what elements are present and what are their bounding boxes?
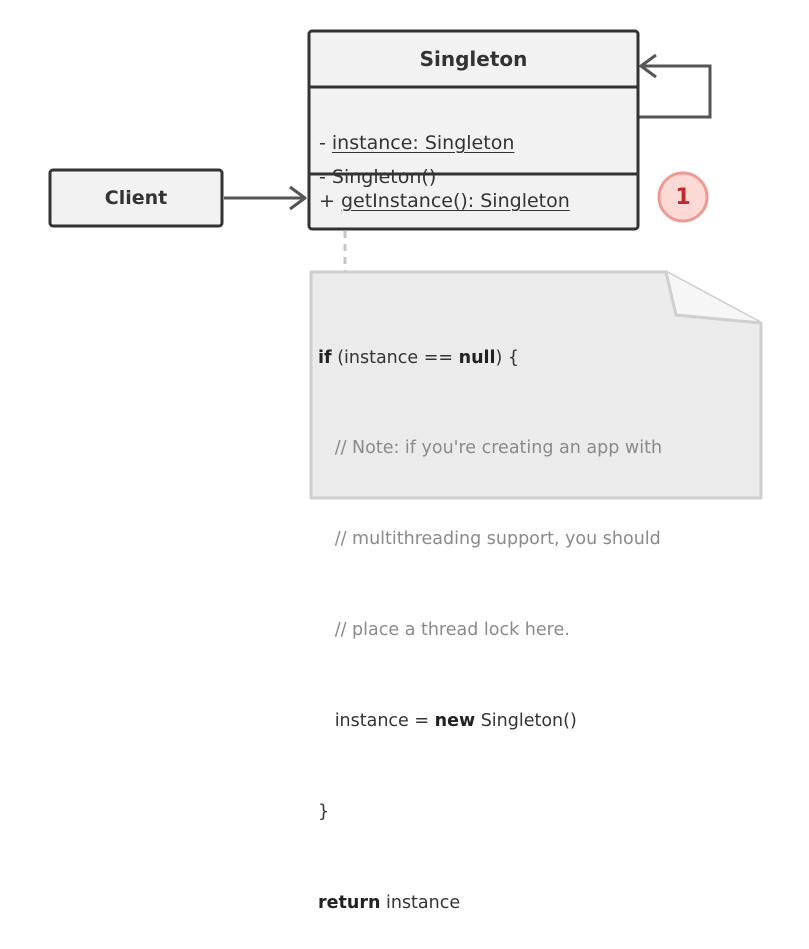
method-text: getInstance(): Singleton	[340, 190, 570, 212]
code-line-4: // place a thread lock here.	[318, 620, 570, 641]
step-badge-number: 1	[675, 184, 691, 210]
constructor-singleton: - Singleton()	[319, 166, 437, 188]
code-text: instance =	[318, 711, 435, 732]
step-badge-circle	[657, 171, 709, 223]
field-visibility: -	[319, 132, 332, 154]
method-getinstance: + getInstance(): Singleton	[319, 190, 570, 212]
diagram-canvas	[48, 29, 763, 500]
keyword-new: new	[434, 711, 476, 732]
code-line-2: // Note: if you're creating an app with	[318, 438, 663, 459]
client-to-singleton-arrow	[224, 185, 307, 211]
client-class-name: Client	[104, 187, 168, 209]
self-association-arrow	[639, 53, 712, 119]
singleton-class-box	[307, 29, 640, 231]
field-instance: - instance: Singleton	[319, 132, 514, 154]
client-box	[48, 168, 224, 228]
code-line-3: // multithreading support, you should	[318, 529, 661, 550]
class-name: Singleton	[419, 46, 528, 71]
code-text: (instance ==	[331, 347, 459, 368]
code-note: if (instance == null) { // Note: if you'…	[318, 282, 662, 949]
keyword-null: null	[458, 347, 496, 368]
code-note-shape	[309, 270, 763, 500]
code-text: Singleton()	[475, 711, 577, 732]
code-line-1: if (instance == null) {	[318, 343, 662, 373]
code-line-7: return instance	[318, 888, 662, 918]
keyword-return: return	[318, 892, 381, 913]
code-line-6: }	[318, 802, 330, 823]
field-text: instance: Singleton	[331, 132, 515, 154]
keyword-if: if	[318, 347, 332, 368]
code-text: instance	[380, 892, 461, 913]
singleton-class: Singleton - instance: Singleton - Single…	[309, 31, 638, 229]
code-text: ) {	[495, 347, 520, 368]
code-line-5: instance = new Singleton()	[318, 706, 662, 736]
method-visibility: +	[319, 190, 341, 212]
